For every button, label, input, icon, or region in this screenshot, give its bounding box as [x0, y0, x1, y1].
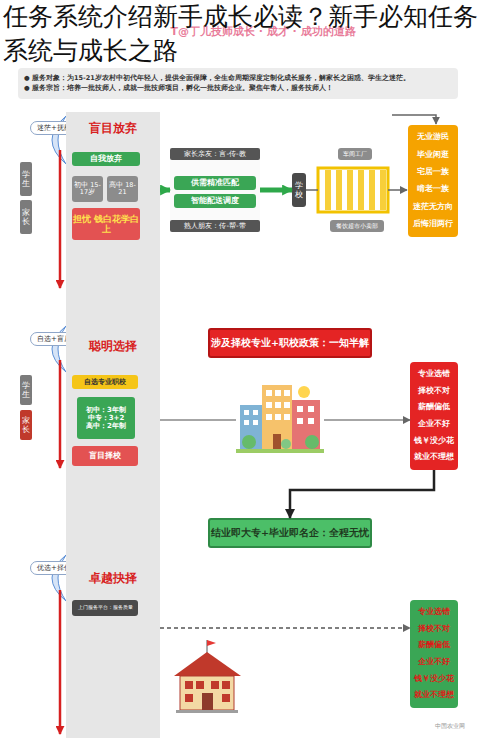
red-arrow	[59, 360, 62, 468]
node-text: 择校不对	[418, 625, 450, 634]
outcome-list: 专业选错择校不对薪酬偏低企业不好钱￥没少花就业不理想	[410, 600, 458, 708]
watermark: 中国农业网	[415, 722, 485, 731]
node-text: 家长	[20, 208, 32, 226]
node-text: 车间工厂	[343, 151, 367, 158]
node-text: 钱￥没少花	[414, 437, 454, 446]
workplace-bar	[336, 170, 342, 210]
node-text: 无业游民	[417, 133, 449, 142]
node-text: 学校	[292, 181, 306, 199]
wire	[392, 115, 436, 124]
connector	[260, 188, 292, 193]
node-text: 餐饮超市小卖部	[336, 223, 378, 230]
node-text: 家长亲友：言-传-教	[170, 148, 260, 160]
node-text: 盲目择校	[89, 451, 121, 460]
school-box: 学校	[292, 173, 306, 207]
node-text: 卓越抉择	[89, 572, 137, 585]
node-text: 毕业闲逛	[417, 151, 449, 160]
node-text: 啃老一族	[417, 185, 449, 194]
node-text: 学生	[20, 381, 32, 399]
node-text: 钱￥没少花	[414, 675, 454, 684]
outcome-list: 专业选错择校不对薪酬偏低企业不好钱￥没少花就业不理想	[410, 362, 458, 470]
header-box: ● 服务对象：为15-21岁农村中初代年轻人，提供全面保障，全生命周期深度定制化…	[18, 68, 458, 99]
node-text: 盲目放弃	[89, 122, 137, 135]
node-text: 后悔泪两行	[413, 220, 453, 229]
node-text: 上门服务平台：服务质量	[78, 605, 133, 611]
workplace-bar	[347, 170, 353, 210]
workplace-bar	[380, 170, 386, 210]
workplace-bars	[318, 168, 388, 212]
node-text: 宅居一族	[417, 168, 449, 177]
node-text: 自我放弃	[90, 155, 122, 164]
worry-box: 盲目择校	[72, 446, 138, 466]
workplace-bar	[358, 170, 364, 210]
node-text: ● 服务对象：为15-21岁农村中初代年轻人，提供全面保障，全生命周期深度定制化…	[24, 75, 410, 82]
node-text: 就业不理想	[414, 691, 454, 700]
channel-item: 供需精准匹配	[174, 176, 256, 190]
role-box: 学生	[20, 375, 32, 405]
node-text: 供需精准匹配	[191, 179, 239, 188]
channel-item: 智能配送调度	[174, 194, 256, 208]
connector	[160, 419, 410, 421]
red-arrow	[59, 150, 62, 288]
age-box: 初中 15-17岁	[72, 176, 103, 202]
node-text: 薪酬偏低	[418, 403, 450, 412]
node-text: ● 服务宗旨：培养一批技师人，成就一批技师项目，孵化一批技师企业。聚焦年青人，服…	[24, 85, 333, 92]
school-illustration	[236, 382, 324, 454]
node-text: 高中：2年制	[86, 422, 126, 430]
node-text: 自选专业职校	[84, 378, 126, 386]
place-box: 车间工厂	[338, 148, 372, 160]
title: 任务系统介绍新手成长必读？新手必知任务系统与成长之路	[3, 0, 499, 68]
connector	[290, 470, 434, 518]
node-text: 学生	[20, 170, 32, 188]
node-text: 高中 18-21	[107, 182, 138, 197]
role-box: 家长	[20, 200, 32, 234]
workplace-bar	[325, 170, 331, 210]
node-text: 智能配送调度	[191, 197, 239, 206]
stage-band: 盲目放弃自我放弃初中 15-17岁高中 18-21 担忧 钱白花学白上	[66, 112, 160, 318]
node-text: 涉及择校专业+职校政策：一知半解	[211, 338, 369, 349]
worry-box: 担忧 钱白花学白上	[72, 208, 140, 240]
wire	[306, 189, 318, 191]
workplace-bar	[369, 170, 375, 210]
node-text: 薪酬偏低	[418, 641, 450, 650]
connector	[160, 627, 410, 629]
stage-band: 卓越抉择上门服务平台：服务质量	[66, 548, 160, 738]
role-box: 家长	[20, 410, 32, 440]
age-box: 高中 18-21	[107, 176, 138, 202]
node-text: 初中：3年制	[86, 406, 126, 414]
node-text: 专业选错	[418, 608, 450, 617]
place-box: 餐饮超市小卖部	[330, 220, 384, 232]
channel-box: 家长亲友：言-传-教熟人朋友：传-帮-带供需精准匹配智能配送调度	[170, 148, 260, 232]
result-banner: 结业即大专+毕业即名企：全程无忧	[208, 518, 372, 548]
node-text: 担忧 钱白花学白上	[72, 214, 140, 235]
building-illustration	[174, 640, 241, 713]
node-text: 迷茫无方向	[413, 203, 453, 212]
node-text: 企业不好	[418, 420, 450, 429]
node-text: 结业即大专+毕业即名企：全程无忧	[211, 528, 369, 539]
node-text: 初中 15-17岁	[72, 182, 103, 197]
stage-band: 聪明选择自选专业职校初中：3年制中专：3+2高中：2年制盲目择校	[66, 318, 160, 548]
role-box: 学生	[20, 162, 32, 196]
red-arrow	[59, 590, 62, 734]
node-text: 择校不对	[418, 387, 450, 396]
node-text: 家长	[20, 416, 32, 434]
status-box: 自我放弃	[72, 152, 140, 166]
node-text: 中专：3+2	[88, 414, 125, 422]
node-text: 就业不理想	[414, 453, 454, 462]
node-text: 专业选错	[418, 370, 450, 379]
policy-banner: 涉及择校专业+职校政策：一知半解	[208, 328, 372, 358]
wire	[388, 189, 407, 191]
program-box: 初中：3年制中专：3+2高中：2年制	[77, 397, 135, 439]
node-text: 企业不好	[418, 658, 450, 667]
choice-box: 自选专业职校	[72, 375, 138, 389]
node-text: 聪明选择	[89, 340, 137, 353]
platform-box: 上门服务平台：服务质量	[72, 600, 138, 616]
node-text: 熟人朋友：传-帮-带	[170, 220, 260, 232]
connector	[160, 188, 170, 193]
outcome-list: 无业游民毕业闲逛宅居一族啃老一族迷茫无方向后悔泪两行	[408, 125, 458, 237]
